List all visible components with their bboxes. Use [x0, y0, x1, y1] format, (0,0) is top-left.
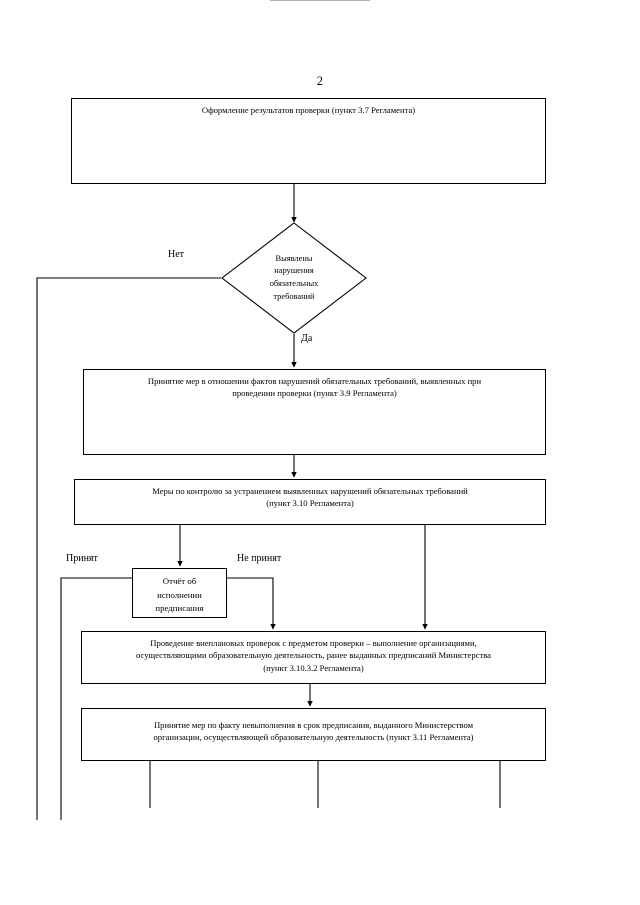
- page-number: 2: [316, 74, 324, 88]
- box-registration-results: Оформление результатов проверки (пункт 3…: [71, 98, 546, 184]
- box-unscheduled-inspections-line-2: осуществляющими образовательную деятельн…: [136, 650, 491, 661]
- edge-label-no: Нет: [168, 249, 185, 260]
- box-unscheduled-inspections-line-3: (пункт 3.10.3.2 Регламента): [263, 662, 364, 673]
- decision-violations-shape: [221, 222, 367, 334]
- box-registration-results-line-1: Оформление результатов проверки (пункт 3…: [201, 105, 416, 115]
- box-measures-nonfulfilment-line-2: организации, осуществляющей образователь…: [153, 732, 474, 743]
- box-control-measures-line-2: (пункт 3.10 Регламента): [266, 498, 354, 509]
- box-report-line-1: Отчёт об: [162, 576, 197, 586]
- decision-line-1: Выявлены: [275, 253, 313, 263]
- box-measures-violations: Принятие мер в отношении фактов нарушени…: [83, 369, 546, 455]
- decision-violations-label: Выявлены нарушения обязательных требован…: [221, 222, 367, 334]
- box-measures-nonfulfilment: Принятие мер по факту невыполнения в сро…: [81, 708, 546, 761]
- edge-label-not-accepted: Не принят: [237, 553, 282, 564]
- edge-label-accepted: Принят: [66, 553, 98, 564]
- box-control-measures: Меры по контролю за устранением выявленн…: [74, 479, 546, 525]
- box-unscheduled-inspections-line-1: Проведение внеплановых проверок с предме…: [150, 638, 477, 648]
- page-top-rule: [270, 0, 370, 11]
- box-unscheduled-inspections: Проведение внеплановых проверок с предме…: [81, 631, 546, 684]
- box-control-measures-line-1: Меры по контролю за устранением выявленн…: [152, 486, 468, 496]
- box-report-line-3: предписания: [155, 603, 204, 614]
- box-measures-nonfulfilment-line-1: Принятие мер по факту невыполнения в сро…: [153, 720, 474, 730]
- decision-violations: Выявлены нарушения обязательных требован…: [221, 222, 367, 334]
- decision-line-4: требований: [273, 291, 315, 301]
- box-measures-violations-line-1: Принятие мер в отношении фактов нарушени…: [147, 376, 482, 386]
- box-measures-violations-line-2: проведении проверки (пункт 3.9 Регламент…: [232, 388, 397, 399]
- edge-label-yes: Да: [301, 333, 313, 344]
- box-report: Отчёт об исполнении предписания: [132, 568, 227, 618]
- decision-line-3: обязательных: [269, 279, 319, 288]
- box-report-line-2: исполнении: [157, 589, 202, 600]
- decision-line-2: нарушения: [274, 266, 314, 276]
